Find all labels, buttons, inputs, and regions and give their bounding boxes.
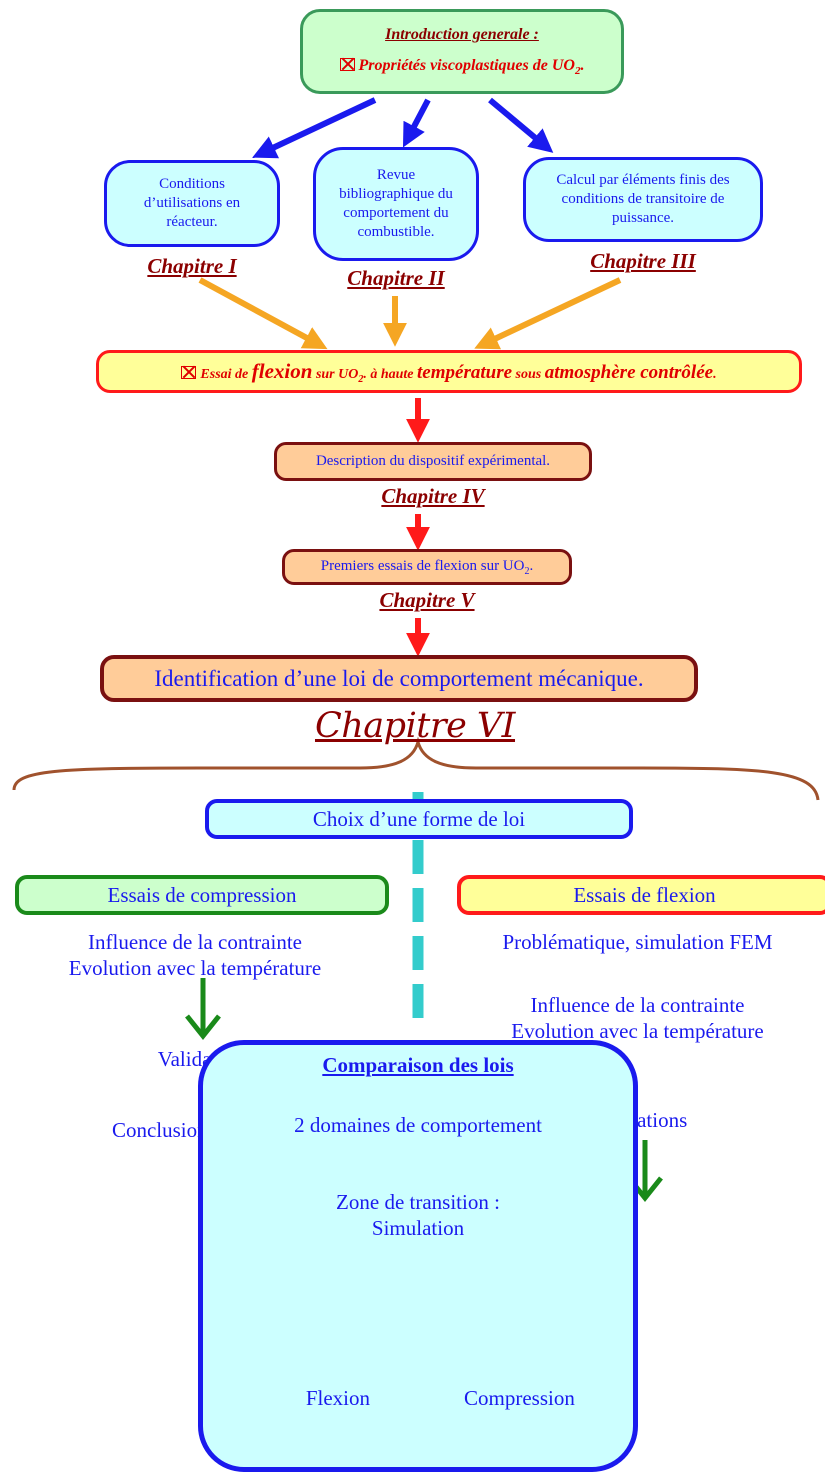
arrow-intro-to-ch1 <box>252 97 377 159</box>
chapter3-box: Calcul par éléments finis des conditions… <box>523 157 763 242</box>
comparaison-right: Compression <box>464 1386 575 1410</box>
flexion-box: Essais de flexion <box>457 875 825 915</box>
choix-box: Choix d’une forme de loi <box>205 799 633 839</box>
chapter4-label: Chapitre IV <box>381 484 485 508</box>
comparaison-left: Flexion <box>305 1386 370 1410</box>
compression-title: Essais de compression <box>107 882 297 907</box>
chapter2-label: Chapitre II <box>347 266 445 290</box>
arrow-ch3-to-essai <box>474 277 622 350</box>
chapter1-box: Conditions d’utilisations en réacteur. <box>104 160 280 247</box>
essai-text: Essai de flexion sur UO2. à haute tempér… <box>181 359 717 384</box>
chapter3-label: Chapitre III <box>590 249 696 273</box>
chapter6-brace <box>12 736 820 801</box>
premiers-box: Premiers essais de flexion sur UO2. <box>282 549 572 585</box>
identification-text: Identification d’une loi de comportement… <box>154 665 644 691</box>
chapter1-text: Conditions d’utilisations en réacteur. <box>143 176 241 230</box>
flexion-line2: Evolution avec la température <box>511 1019 764 1043</box>
description-text: Description du dispositif expérimental. <box>315 453 551 469</box>
arrow-intro-to-ch2 <box>402 98 431 148</box>
premiers-text: Premiers essais de flexion sur UO2. <box>320 557 534 577</box>
intro-subtitle: Propriétés viscoplastiques de UO2. <box>339 57 584 77</box>
choix-text: Choix d’une forme de loi <box>312 806 526 831</box>
comparaison-line2: Zone de transition : <box>336 1190 500 1214</box>
comparaison-line1: 2 domaines de comportement <box>294 1113 542 1137</box>
comparaison-title: Comparaison des lois <box>322 1053 514 1077</box>
identification-box: Identification d’une loi de comportement… <box>100 655 698 702</box>
chapter3-text: Calcul par éléments finis des conditions… <box>556 172 730 226</box>
arrow-green-compression <box>185 978 221 1041</box>
compression-box: Essais de compression <box>15 875 389 915</box>
checkbox-icon <box>181 365 197 379</box>
flexion-line1: Influence de la contrainte <box>530 993 745 1017</box>
description-box: Description du dispositif expérimental. <box>274 442 592 481</box>
chapter6-label: Chapitre VI <box>314 706 516 746</box>
essai-box: Essai de flexion sur UO2. à haute tempér… <box>96 350 802 393</box>
chapter2-text: Revue bibliographique du comportement du… <box>339 167 453 240</box>
compression-line1: Influence de la contrainte <box>88 930 302 954</box>
intro-title: Introduction generale : <box>385 26 539 44</box>
compression-line2: Evolution avec la température <box>68 956 322 980</box>
flexion-problem: Problématique, simulation FEM <box>502 930 773 954</box>
checkbox-icon <box>339 57 355 71</box>
chapter5-label: Chapitre V <box>379 588 475 612</box>
arrow-ch1-to-essai <box>198 277 328 350</box>
flexion-title: Essais de flexion <box>573 882 716 907</box>
chapter1-label: Chapitre I <box>147 254 237 278</box>
arrow-intro-to-ch3 <box>488 97 554 153</box>
comparaison-line3: Simulation <box>371 1216 465 1240</box>
chapter2-box: Revue bibliographique du comportement du… <box>313 147 479 261</box>
intro-box: Introduction generale : Propriétés visco… <box>300 9 624 94</box>
comparaison-box <box>198 1040 638 1472</box>
